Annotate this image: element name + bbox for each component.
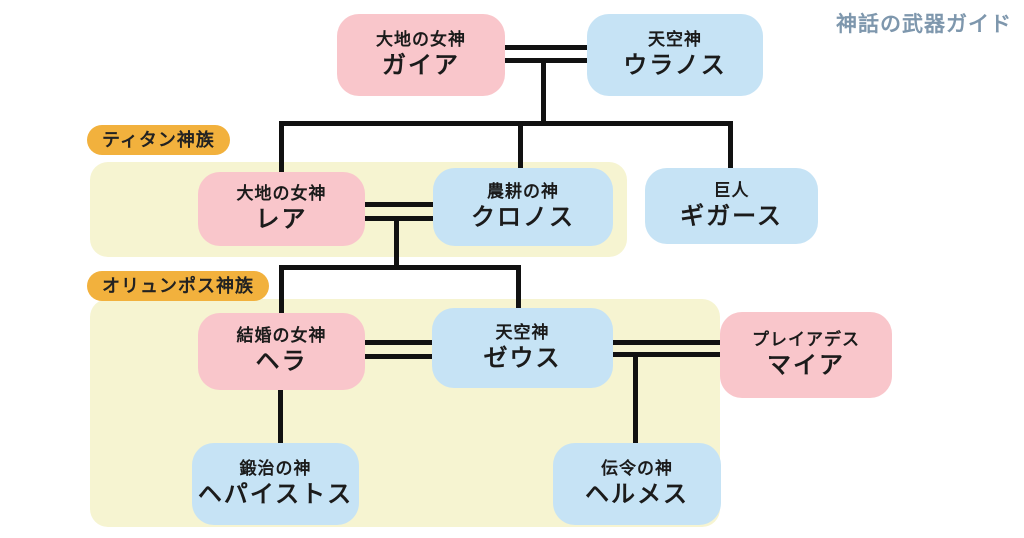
node-cronos-role: 農耕の神 — [487, 181, 559, 201]
marriage-line-rhea-cronos-top — [365, 202, 433, 207]
marriage-line-zeus-maia-bottom — [613, 352, 720, 357]
descent-line-gaia-uranos — [541, 63, 546, 125]
node-cronos: 農耕の神 クロノス — [433, 168, 613, 246]
drop-line-gigas — [728, 121, 733, 168]
drop-line-hera — [279, 270, 284, 313]
node-gaia: 大地の女神 ガイア — [337, 14, 505, 96]
sibling-line-generation3 — [279, 265, 521, 270]
descent-line-zeus-maia — [633, 357, 638, 443]
node-hera: 結婚の女神 ヘラ — [198, 313, 365, 390]
node-uranos: 天空神 ウラノス — [587, 14, 763, 96]
sibling-line-generation2 — [279, 121, 733, 126]
node-hera-role: 結婚の女神 — [236, 326, 327, 346]
descent-line-rhea-cronos — [394, 221, 399, 267]
marriage-line-zeus-maia-top — [613, 340, 720, 345]
node-maia: プレイアデス マイア — [720, 312, 892, 398]
node-uranos-role: 天空神 — [648, 29, 702, 49]
node-zeus-name: ゼウス — [483, 344, 562, 372]
marriage-line-hera-zeus-bottom — [365, 354, 432, 359]
node-gaia-role: 大地の女神 — [376, 29, 466, 49]
node-uranos-name: ウラノス — [623, 51, 727, 79]
node-gaia-name: ガイア — [382, 51, 460, 79]
node-rhea: 大地の女神 レア — [198, 172, 365, 246]
node-hephaistos-role: 鍛治の神 — [239, 458, 312, 478]
node-gigas-role: 巨人 — [713, 180, 750, 200]
node-hephaistos: 鍛治の神 ヘパイストス — [192, 443, 359, 525]
olympus-group-label: オリュンポス神族 — [87, 271, 269, 301]
node-maia-role: プレイアデス — [752, 329, 860, 349]
node-hermes-name: ヘルメス — [585, 480, 689, 508]
node-hermes-role: 伝令の神 — [601, 458, 673, 478]
page-title: 神話の武器ガイド — [836, 13, 1012, 36]
drop-line-zeus — [516, 270, 521, 308]
node-maia-name: マイア — [767, 351, 845, 379]
node-rhea-name: レア — [255, 205, 308, 233]
marriage-line-hera-zeus-top — [365, 340, 432, 345]
marriage-line-rhea-cronos-bottom — [365, 216, 433, 221]
node-zeus: 天空神 ゼウス — [432, 308, 613, 388]
titan-group-label: ティタン神族 — [87, 125, 230, 155]
node-gigas: 巨人 ギガース — [645, 168, 818, 244]
node-hephaistos-name: ヘパイストス — [197, 480, 354, 508]
node-rhea-role: 大地の女神 — [236, 183, 327, 203]
marriage-line-gaia-uranos-bottom — [505, 58, 587, 63]
node-gigas-name: ギガース — [680, 202, 783, 230]
marriage-line-gaia-uranos-top — [505, 45, 587, 50]
node-cronos-name: クロノス — [471, 203, 575, 231]
drop-line-cronos — [518, 126, 523, 168]
drop-line-rhea — [279, 121, 284, 172]
node-hera-name: ヘラ — [255, 348, 308, 376]
node-hermes: 伝令の神 ヘルメス — [553, 443, 721, 525]
descent-line-hera-hephaistos — [278, 390, 283, 443]
node-zeus-role: 天空神 — [495, 322, 550, 342]
